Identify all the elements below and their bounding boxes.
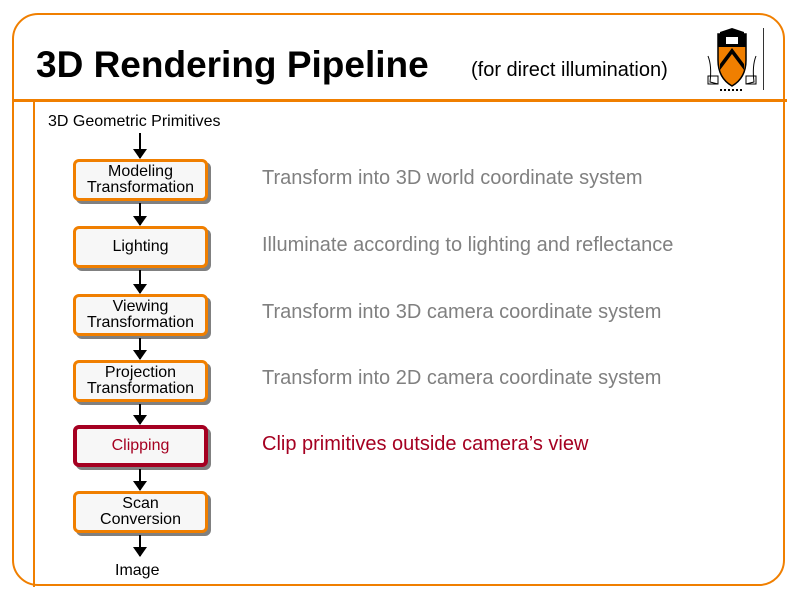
stage-description: Clip primitives outside camera’s view xyxy=(262,433,589,455)
arrow-down-icon xyxy=(133,404,147,425)
princeton-shield-logo xyxy=(707,28,757,91)
stage-label: Lighting xyxy=(112,238,169,255)
stage-label: Projection xyxy=(104,364,177,381)
stage-label: Conversion xyxy=(100,511,181,528)
arrow-down-icon xyxy=(133,338,147,360)
slide-title: 3D Rendering Pipeline xyxy=(36,44,429,85)
stage-label: Viewing xyxy=(112,298,169,315)
pipeline-input-label: 3D Geometric Primitives xyxy=(48,113,221,130)
stage-lighting: Lighting xyxy=(73,226,208,268)
stage-description: Transform into 2D camera coordinate syst… xyxy=(262,367,662,389)
arrow-down-icon xyxy=(133,270,147,294)
arrow-down-icon xyxy=(133,535,147,557)
stage-label: Transformation xyxy=(87,314,194,331)
stage-label: Transformation xyxy=(87,380,194,397)
logo-divider xyxy=(763,28,764,90)
arrow-down-icon xyxy=(133,469,147,491)
stage-clipping: Clipping xyxy=(73,425,208,467)
left-margin-line xyxy=(33,100,35,587)
stage-label: Modeling xyxy=(108,163,173,180)
slide-subtitle: (for direct illumination) xyxy=(471,59,668,81)
stage-label: Clipping xyxy=(111,437,170,454)
stage-label: Scan xyxy=(122,495,159,512)
stage-description: Transform into 3D camera coordinate syst… xyxy=(262,301,662,323)
stage-label: Transformation xyxy=(87,179,194,196)
header-divider xyxy=(13,99,787,102)
arrow-down-icon xyxy=(133,133,147,159)
slide-frame xyxy=(12,13,785,586)
stage-description: Transform into 3D world coordinate syste… xyxy=(262,167,643,189)
pipeline-output-label: Image xyxy=(115,562,160,579)
stage-description: Illuminate according to lighting and ref… xyxy=(262,234,674,256)
arrow-down-icon xyxy=(133,203,147,226)
